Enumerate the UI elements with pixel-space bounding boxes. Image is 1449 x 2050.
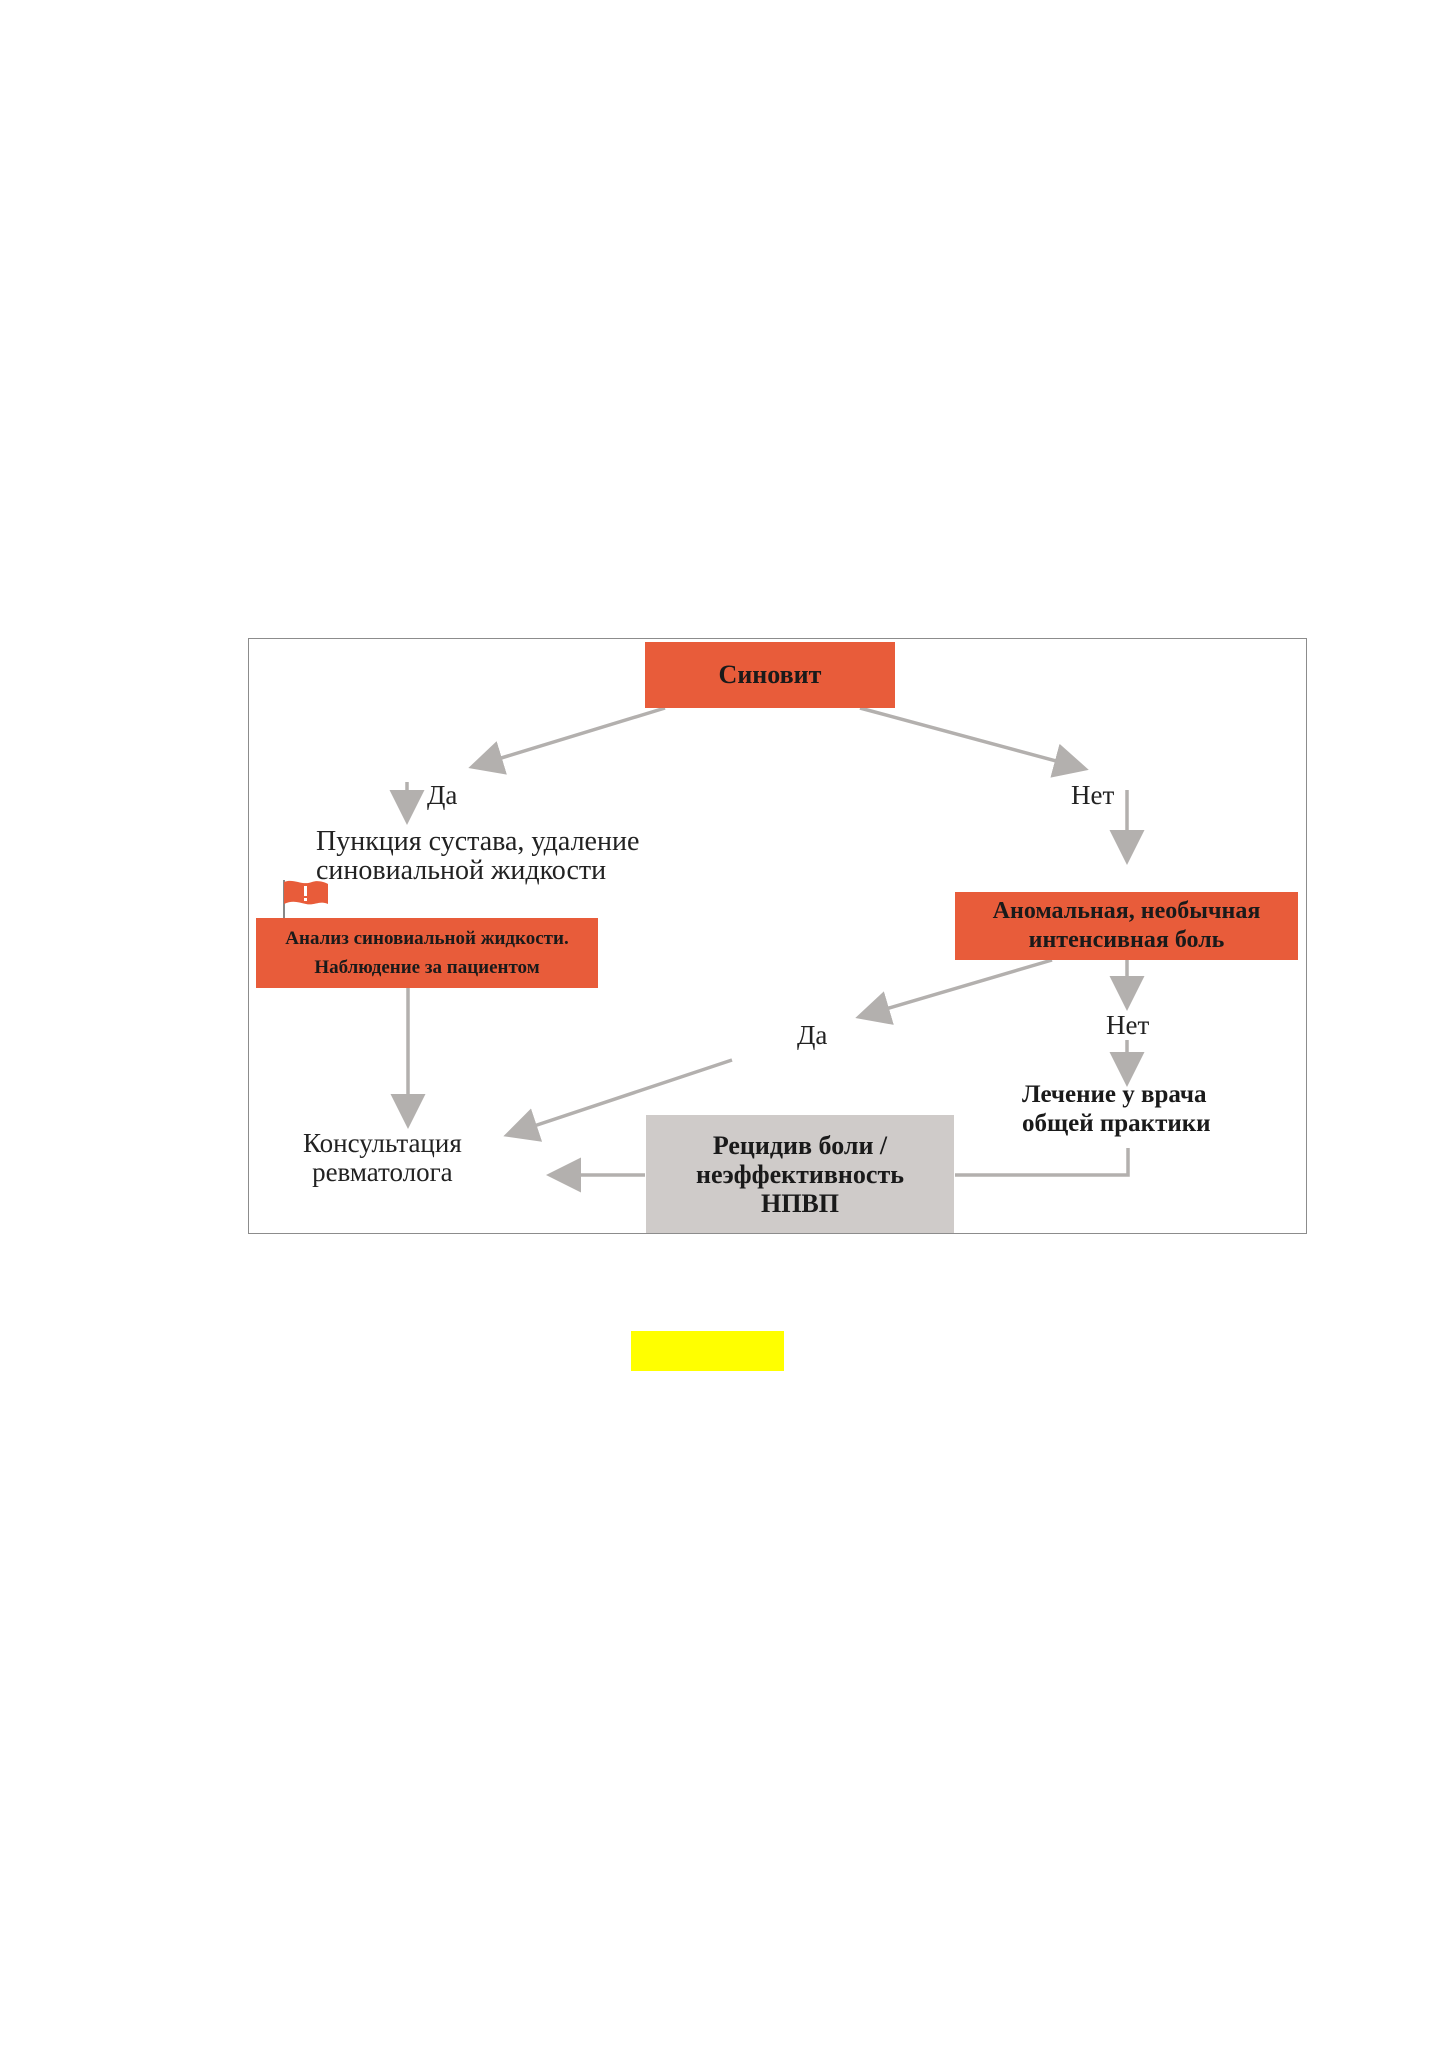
relapse-box: Рецидив боли / неэффективность НПВП [646,1115,954,1233]
puncture-line-1: Пункция сустава, удаление [316,826,640,857]
yes-middle-label: Да [797,1020,828,1050]
analysis-box: Анализ синовиальной жидкости. Наблюдение… [256,918,598,988]
consult-line-2: ревматолога [312,1157,453,1187]
gp-treatment-text: Лечение у врача общей практики [1022,1080,1211,1138]
no-lower-label: Нет [1106,1010,1150,1040]
puncture-line-2: синовиальной жидкости [316,855,607,886]
abnormal-line-1: Аномальная, необычная [992,898,1261,924]
analysis-line-2: Наблюдение за пациентом [314,957,540,978]
relapse-line-3: НПВП [760,1188,839,1218]
yes-left-label: Да [427,780,458,810]
relapse-line-2: неэффективность [696,1159,904,1189]
abnormal-pain-box: Аномальная, необычная интенсивная боль [955,892,1298,960]
consultation-text: Консультация ревматолога [303,1129,462,1187]
yellow-highlight [631,1331,784,1371]
synovitis-label: Синовит [718,660,822,689]
gp-line-1: Лечение у врача [1022,1081,1207,1108]
relapse-line-1: Рецидив боли / [712,1130,888,1160]
gp-line-2: общей практики [1022,1110,1211,1137]
abnormal-line-2: интенсивная боль [1028,927,1225,953]
consult-line-1: Консультация [303,1128,462,1158]
analysis-line-1: Анализ синовиальной жидкости. [285,928,569,949]
flag-icon [283,880,328,920]
puncture-text: Пункция сустава, удаление синовиальной ж… [316,827,639,885]
synovitis-box: Синовит [645,642,895,708]
no-right-label: Нет [1071,780,1115,810]
